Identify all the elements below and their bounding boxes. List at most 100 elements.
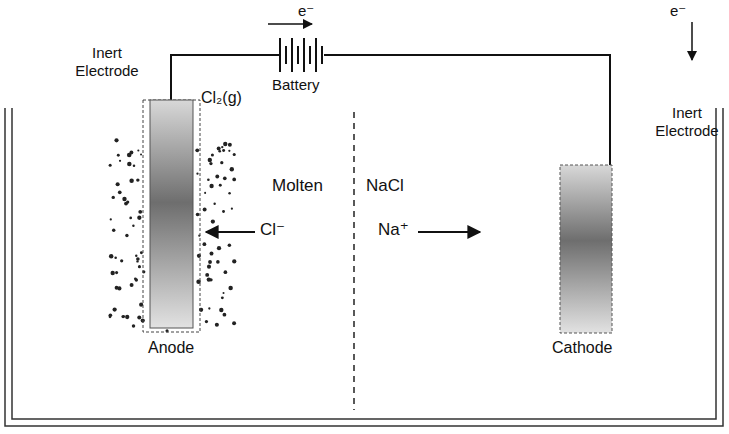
gas-bubble <box>215 175 219 179</box>
cathode-electrode <box>560 165 612 333</box>
gas-bubble <box>224 270 228 274</box>
gas-bubble <box>211 219 215 223</box>
divider-line <box>353 112 355 410</box>
vessel-outer-wall <box>5 108 723 426</box>
gas-bubble <box>112 196 115 199</box>
gas-bubble <box>129 178 133 182</box>
gas-bubble <box>231 208 233 210</box>
gas-bubble <box>135 278 138 281</box>
gas-bubble <box>207 178 210 181</box>
electrode-label: Inert Electrode <box>650 104 724 140</box>
gas-bubble <box>219 308 223 312</box>
gas-bubble <box>222 149 225 152</box>
gas-bubble <box>130 283 134 287</box>
gas-bubble <box>233 153 236 156</box>
gas-bubble <box>134 277 137 280</box>
gas-bubble <box>111 271 115 275</box>
ion-arrow <box>206 231 255 233</box>
gas-bubble <box>125 234 128 237</box>
gas-bubble <box>216 260 220 264</box>
gas-bubble <box>228 143 232 147</box>
gas-bubble <box>223 292 225 294</box>
gas-bubble <box>215 323 219 327</box>
gas-bubble <box>205 273 209 277</box>
gas-bubble <box>116 182 120 186</box>
gas-bubble <box>210 252 214 256</box>
gas-bubble <box>217 246 221 250</box>
gas-bubble <box>140 251 143 254</box>
electrode-name: Cathode <box>552 338 613 357</box>
gas-bubble <box>127 162 131 166</box>
gas-bubble <box>203 208 207 212</box>
gas-bubble <box>117 154 120 157</box>
gas-bubble <box>140 154 142 156</box>
electrolyte-label: NaCl <box>366 176 404 196</box>
gas-bubble <box>228 286 233 291</box>
gas-bubble <box>115 271 118 274</box>
ion-arrow <box>418 231 480 233</box>
gas-bubble <box>207 265 211 269</box>
gas-bubble <box>232 178 236 182</box>
gas-bubble <box>196 213 200 217</box>
gas-bubble <box>223 176 227 180</box>
electrode-name: Anode <box>148 338 194 357</box>
gas-bubble <box>125 315 129 319</box>
gas-bubble <box>221 296 224 299</box>
gas-bubble <box>133 164 136 167</box>
gas-bubble <box>202 242 206 246</box>
gas-bubble <box>223 142 227 146</box>
electron-arrow <box>691 22 693 60</box>
gas-bubble <box>110 218 112 220</box>
gas-bubble <box>137 216 141 220</box>
gas-bubble <box>109 254 113 258</box>
ion-label: Na⁺ <box>378 220 409 240</box>
gas-bubble <box>213 203 215 205</box>
gas-bubble <box>129 151 133 155</box>
gas-bubble <box>209 162 212 165</box>
gas-bubble <box>204 192 206 194</box>
gas-bubble <box>222 210 225 213</box>
gas-bubble <box>208 158 212 162</box>
gas-bubble <box>196 172 198 174</box>
gas-bubble <box>136 178 139 181</box>
gas-bubble <box>217 147 221 151</box>
gas-bubble <box>137 315 141 319</box>
anode-electrode <box>150 100 193 328</box>
gas-bubble <box>120 259 123 262</box>
gas-bubble <box>114 138 118 142</box>
gas-bubble <box>138 265 141 268</box>
electron-arrow <box>268 23 312 25</box>
gas-bubble <box>112 228 115 231</box>
ion-label: Cl⁻ <box>260 220 285 240</box>
gas-bubble <box>109 313 113 317</box>
gas-bubble <box>119 160 121 162</box>
gas-bubble <box>209 184 213 188</box>
gas-bubble <box>132 324 135 327</box>
gas-bubble <box>208 260 212 264</box>
gas-bubble <box>232 321 236 325</box>
electron-label: e⁻ <box>670 2 686 20</box>
gas-bubble <box>132 225 134 227</box>
gas-bubble <box>232 259 236 263</box>
electron-label: e⁻ <box>298 2 314 20</box>
gas-bubble <box>205 320 208 323</box>
gas-bubble <box>126 200 129 203</box>
gas-bubble <box>230 167 234 171</box>
gas-bubble <box>114 256 117 259</box>
gas-bubble <box>117 286 121 290</box>
gas-bubble <box>223 313 227 317</box>
gas-bubble <box>138 210 142 214</box>
battery-label: Battery <box>272 76 320 94</box>
gas-bubble <box>209 278 212 281</box>
gas-bubble <box>220 161 223 164</box>
gas-bubble <box>113 307 117 311</box>
gas-bubble <box>228 243 232 247</box>
gas-bubble <box>122 197 126 201</box>
gas-bubble <box>219 184 222 187</box>
electrode-label: Inert Electrode <box>70 44 144 80</box>
gas-bubble <box>228 192 231 195</box>
gas-bubble <box>137 149 139 151</box>
gas-bubble <box>228 150 230 152</box>
product-label: Cl₂(g) <box>201 88 242 107</box>
